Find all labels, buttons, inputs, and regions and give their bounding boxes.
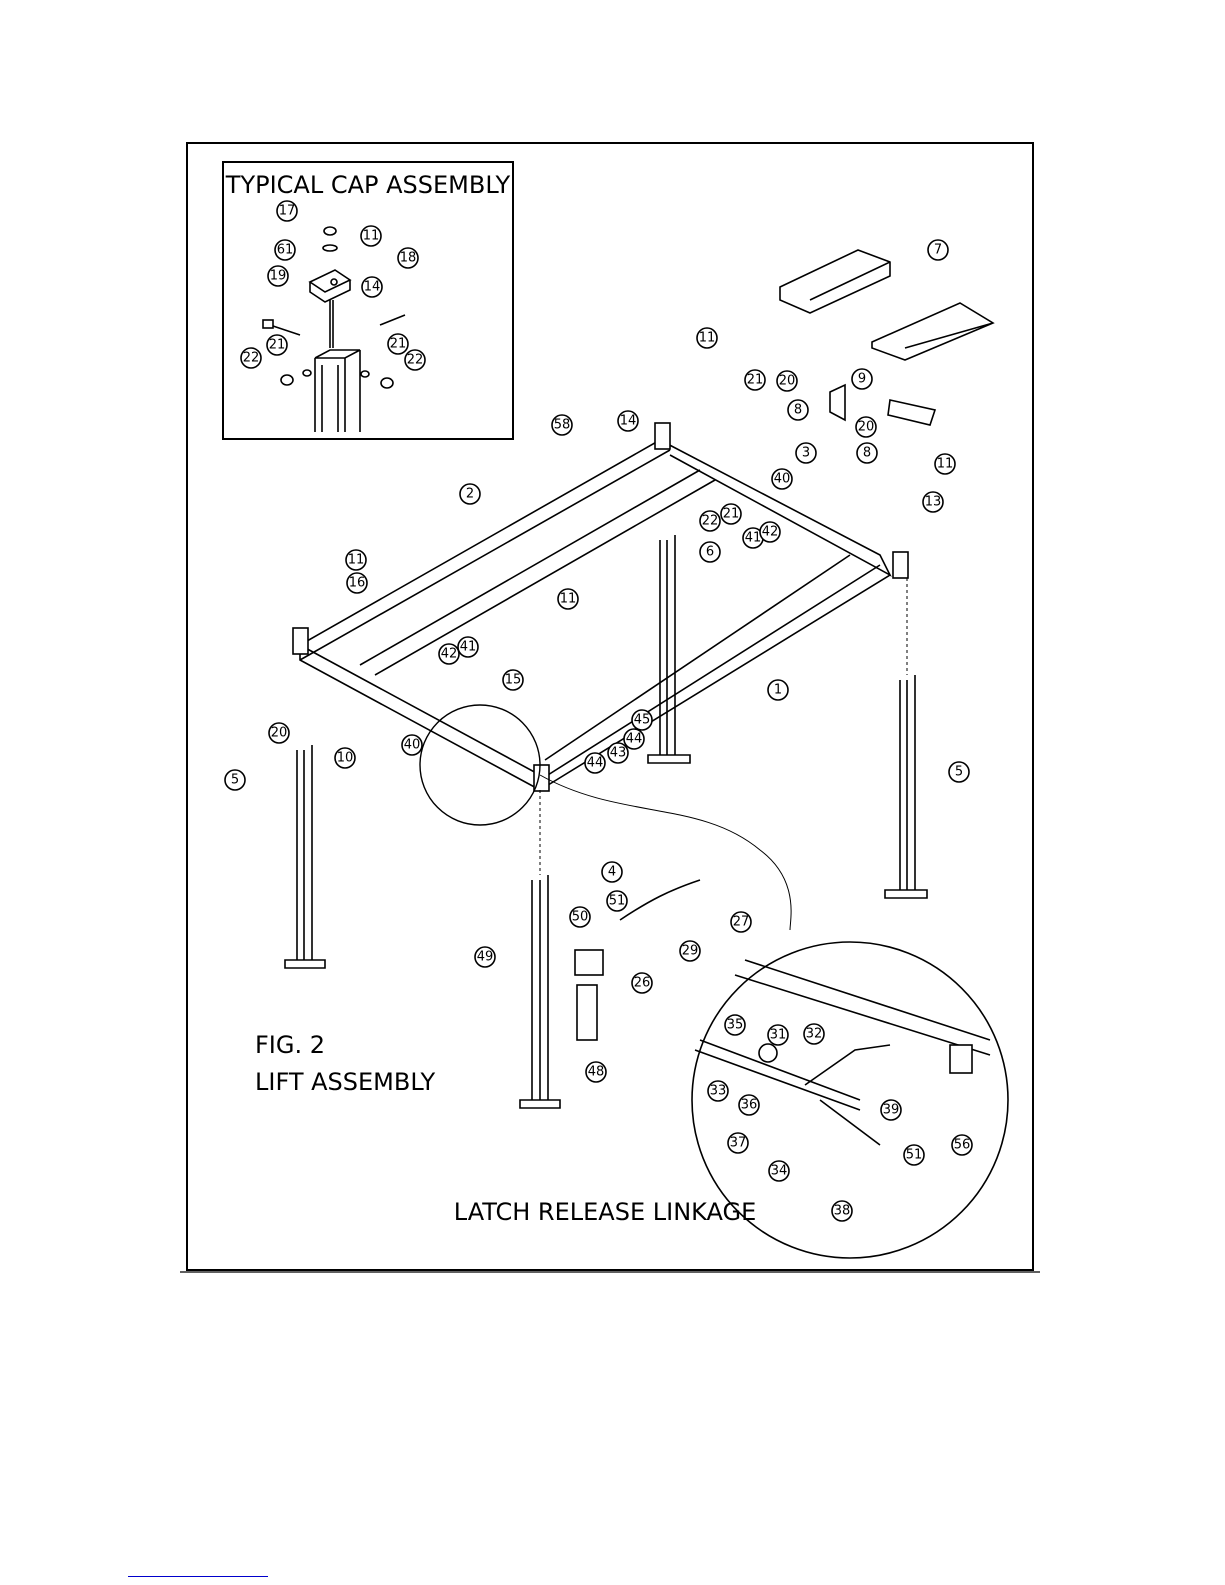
callout-label: 42 xyxy=(762,525,779,540)
callout-label: 35 xyxy=(727,1018,744,1033)
callout-label: 10 xyxy=(337,751,354,766)
callout-label: 40 xyxy=(404,738,421,753)
callout-label: 20 xyxy=(271,726,288,741)
callout-label: 2 xyxy=(466,487,474,502)
callout-label: 11 xyxy=(560,592,577,607)
fig-label: FIG. 2 xyxy=(255,1031,325,1059)
callout-label: 44 xyxy=(626,732,643,747)
callout-label: 58 xyxy=(554,418,571,433)
footer-link-underline[interactable] xyxy=(128,1576,268,1577)
callout-label: 13 xyxy=(925,495,942,510)
callout-label: 20 xyxy=(858,420,875,435)
callout-label: 29 xyxy=(682,944,699,959)
callout-label: 20 xyxy=(779,374,796,389)
callout-label: 8 xyxy=(863,446,871,461)
callout-label: 9 xyxy=(858,372,866,387)
callout-label: 1 xyxy=(774,683,782,698)
callout-label: 36 xyxy=(741,1098,758,1113)
callout-label: 17 xyxy=(279,204,296,219)
callout-label: 7 xyxy=(934,243,942,258)
callout-label: 38 xyxy=(834,1204,851,1219)
callout-label: 5 xyxy=(955,765,963,780)
inset-title: TYPICAL CAP ASSEMBLY xyxy=(225,171,511,199)
callout-label: 26 xyxy=(634,976,651,991)
callout-label: 21 xyxy=(269,338,286,353)
power-unit xyxy=(575,880,700,1040)
callout-label: 11 xyxy=(348,553,365,568)
fig-title: LIFT ASSEMBLY xyxy=(255,1068,436,1096)
callout-label: 22 xyxy=(407,353,424,368)
callout-label: 18 xyxy=(400,251,417,266)
callout-label: 49 xyxy=(477,950,494,965)
callout-label: 14 xyxy=(620,414,637,429)
callout-label: 19 xyxy=(270,269,287,284)
callout-label: 21 xyxy=(723,507,740,522)
callout-label: 31 xyxy=(770,1028,787,1043)
callout-label: 48 xyxy=(588,1065,605,1080)
callout-label: 3 xyxy=(802,446,810,461)
callout-label: 51 xyxy=(609,894,626,909)
detail-title: LATCH RELEASE LINKAGE xyxy=(454,1198,756,1226)
cap-assembly-inset: TYPICAL CAP ASSEMBLY xyxy=(223,162,513,439)
callout-label: 8 xyxy=(794,403,802,418)
callout-label: 45 xyxy=(634,713,651,728)
callout-label: 11 xyxy=(363,229,380,244)
callout-label: 16 xyxy=(349,576,366,591)
callout-label: 37 xyxy=(730,1136,747,1151)
callout-label: 5 xyxy=(231,773,239,788)
callout-label: 41 xyxy=(460,640,477,655)
callout-label: 15 xyxy=(505,673,522,688)
callout-label: 21 xyxy=(390,337,407,352)
callout-label: 6 xyxy=(706,545,714,560)
callout-label: 21 xyxy=(747,373,764,388)
callout-label: 32 xyxy=(806,1027,823,1042)
deck-covers xyxy=(780,250,993,425)
callout-label: 42 xyxy=(441,647,458,662)
callout-label: 50 xyxy=(572,910,589,925)
latch-detail: LATCH RELEASE LINKAGE xyxy=(420,705,1008,1258)
callout-label: 44 xyxy=(587,756,604,771)
callout-label: 40 xyxy=(774,472,791,487)
callout-label: 39 xyxy=(883,1103,900,1118)
callout-label: 14 xyxy=(364,280,381,295)
callout-label: 22 xyxy=(702,514,719,529)
callout-label: 33 xyxy=(710,1084,727,1099)
callout-label: 34 xyxy=(771,1164,788,1179)
callout-label: 27 xyxy=(733,915,750,930)
callout-label: 56 xyxy=(954,1138,971,1153)
callout-label: 4 xyxy=(608,865,616,880)
callout-label: 43 xyxy=(610,746,627,761)
callout-label: 61 xyxy=(277,243,294,258)
callout-label: 22 xyxy=(243,351,260,366)
callout-label: 41 xyxy=(745,531,762,546)
callout-label: 11 xyxy=(699,331,716,346)
callout-label: 11 xyxy=(937,457,954,472)
main-frame xyxy=(293,423,908,791)
callout-label: 51 xyxy=(906,1148,923,1163)
